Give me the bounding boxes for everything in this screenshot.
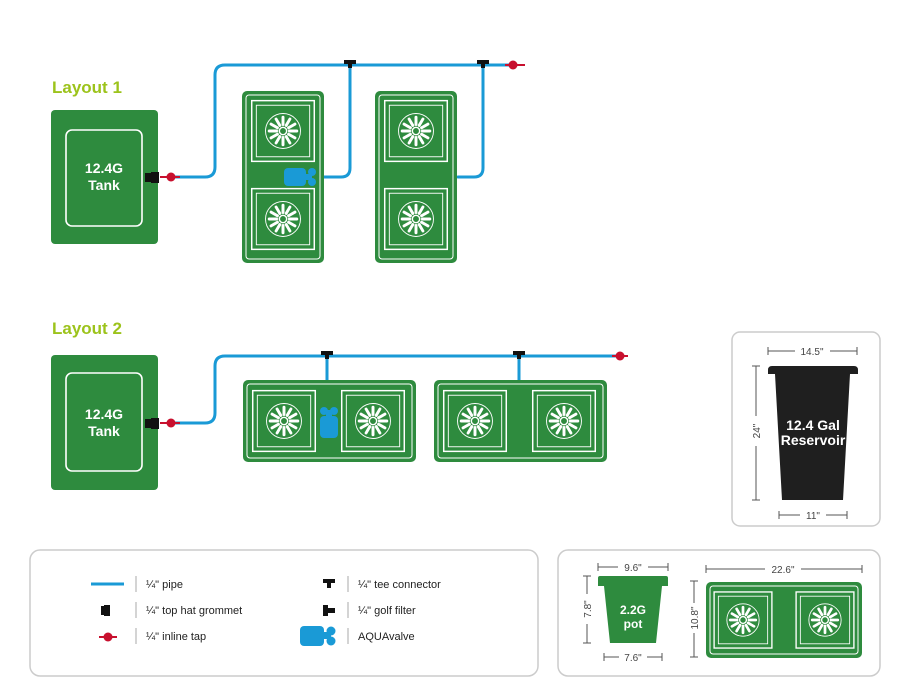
golf-filter-icon bbox=[323, 605, 335, 616]
reservoir-bucket bbox=[768, 366, 858, 500]
layout-1-inline-tap bbox=[160, 172, 180, 182]
reservoir-label: Reservoir bbox=[781, 432, 846, 448]
layout-2-aquavalve bbox=[320, 407, 338, 438]
legend-filter-label: ¼" golf filter bbox=[358, 605, 416, 617]
legend-item-pipe: ¼" pipe bbox=[91, 576, 183, 592]
layout-1-tank-capacity: 12.4G bbox=[85, 160, 123, 176]
legend-item-tap: ¼" inline tap bbox=[99, 628, 206, 644]
legend-grommet-label: ¼" top hat grommet bbox=[146, 605, 242, 617]
layout-1-tank-label: Tank bbox=[88, 177, 120, 193]
layout-1-tank: 12.4G Tank bbox=[51, 110, 158, 244]
legend-aquavalve-label: AQUAvalve bbox=[358, 631, 415, 643]
layout-2-end-tap bbox=[612, 351, 628, 361]
pot-top-width: 9.6" bbox=[624, 563, 642, 574]
tray-width: 22.6" bbox=[771, 565, 794, 576]
layout-1-title: Layout 1 bbox=[52, 78, 122, 97]
reservoir-panel: 14.5" 24" 12.4 Gal Reservoir 11" bbox=[731, 331, 881, 527]
reservoir-capacity: 12.4 Gal bbox=[786, 417, 840, 433]
pot-label: pot bbox=[624, 617, 643, 631]
pot-capacity: 2.2G bbox=[620, 603, 646, 617]
layout-2-grommet bbox=[145, 418, 159, 429]
layout-1-aquavalve bbox=[284, 168, 316, 186]
layout-2-tray bbox=[434, 380, 607, 462]
layout-1-tray bbox=[242, 91, 324, 263]
legend-panel: ¼" pipe ¼" top hat grommet ¼" inline tap bbox=[29, 549, 539, 677]
legend-item-grommet: ¼" top hat grommet bbox=[101, 602, 242, 618]
layout-2-tee-connector bbox=[513, 351, 525, 359]
layout-2-title: Layout 2 bbox=[52, 319, 122, 338]
legend-item-aquavalve: AQUAvalve bbox=[300, 626, 415, 646]
pot-bottom-width: 7.6" bbox=[624, 653, 642, 664]
layout-2-tank: 12.4G Tank bbox=[51, 355, 158, 490]
inline-tap-icon bbox=[99, 632, 117, 642]
tray-shape bbox=[706, 582, 862, 658]
layout-1-end-tap bbox=[505, 60, 525, 70]
tray-height: 10.8" bbox=[690, 606, 701, 629]
layout-2-inline-tap bbox=[160, 418, 180, 428]
layout-1-tray bbox=[375, 91, 457, 263]
legend-pipe-label: ¼" pipe bbox=[146, 579, 183, 591]
legend-item-filter: ¼" golf filter bbox=[323, 602, 416, 618]
layout-1-tee-connector bbox=[344, 60, 356, 68]
pot-shape bbox=[598, 576, 668, 643]
aquavalve-icon bbox=[300, 626, 336, 646]
layout-1-grommet bbox=[145, 172, 159, 183]
layout-2-tank-label: Tank bbox=[88, 423, 120, 439]
tee-connector-icon bbox=[323, 579, 335, 588]
reservoir-bottom-width: 11" bbox=[806, 511, 820, 522]
layout-2-tee-connector bbox=[321, 351, 333, 359]
reservoir-height: 24" bbox=[752, 423, 763, 438]
reservoir-top-width: 14.5" bbox=[800, 347, 823, 358]
pot-height: 7.8" bbox=[583, 600, 594, 618]
grommet-icon bbox=[101, 605, 110, 616]
legend-item-tee: ¼" tee connector bbox=[323, 576, 441, 592]
legend-tee-label: ¼" tee connector bbox=[358, 579, 441, 591]
layout-2-tank-capacity: 12.4G bbox=[85, 406, 123, 422]
legend-tap-label: ¼" inline tap bbox=[146, 631, 206, 643]
layout-1-tee-connector bbox=[477, 60, 489, 68]
dimensions-panel: 9.6" 7.8" 2.2G pot 7.6" 22.6" 10.8" bbox=[557, 549, 881, 677]
layout-1-pipe bbox=[174, 63, 512, 179]
